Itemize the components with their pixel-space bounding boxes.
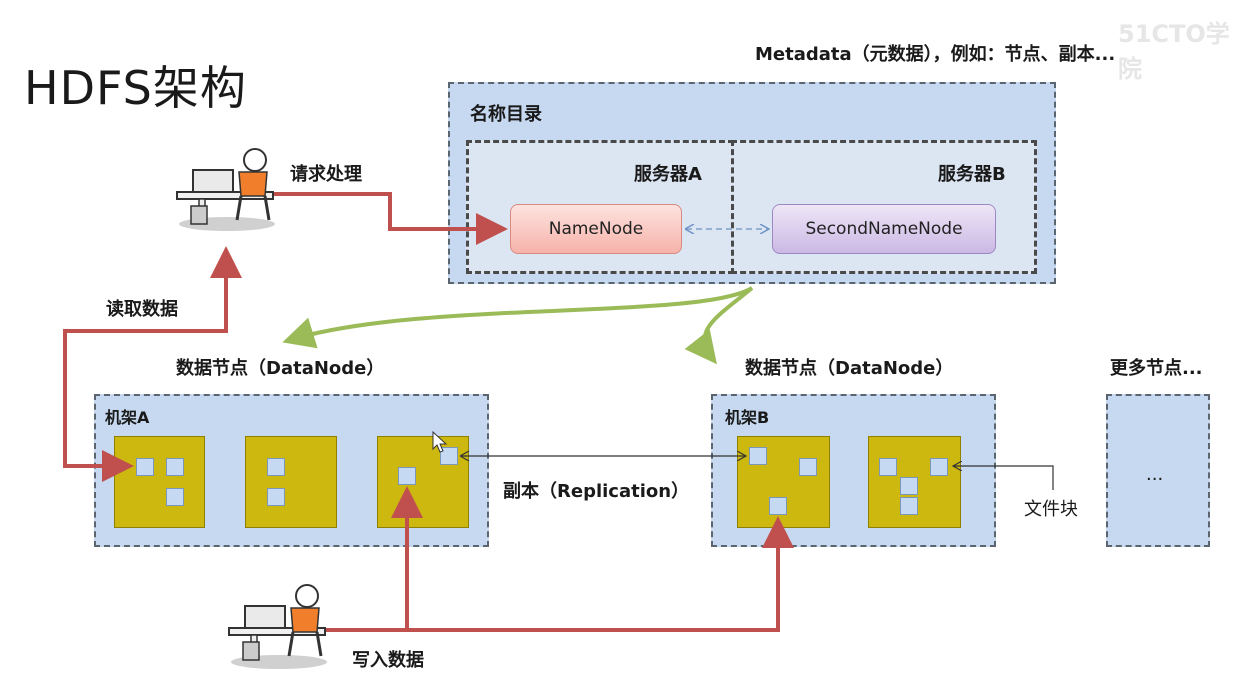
namespace-label: 名称目录 bbox=[470, 104, 542, 125]
green-arrow-left bbox=[282, 286, 754, 349]
more-nodes-label: 更多节点... bbox=[1110, 358, 1203, 379]
file-block bbox=[440, 447, 458, 465]
datanode-left-label: 数据节点（DataNode） bbox=[176, 358, 385, 379]
rack-a-label: 机架A bbox=[105, 408, 150, 427]
file-block bbox=[267, 458, 285, 476]
write-arrow-b bbox=[407, 516, 794, 632]
green-arrow-right bbox=[684, 286, 754, 365]
file-block bbox=[166, 458, 184, 476]
file-block-pointer bbox=[954, 466, 1054, 490]
request-label: 请求处理 bbox=[290, 164, 362, 185]
writer-user-icon bbox=[228, 584, 327, 669]
datanode-right-label: 数据节点（DataNode） bbox=[745, 358, 954, 379]
rack-b-label: 机架B bbox=[725, 408, 770, 427]
metadata-note: Metadata（元数据），例如：节点、副本... bbox=[755, 44, 1116, 65]
page-title: HDFS架构 bbox=[24, 61, 247, 115]
cursor-icon bbox=[432, 430, 448, 453]
client-user-icon bbox=[176, 148, 275, 231]
file-block bbox=[267, 488, 285, 506]
file-block bbox=[769, 497, 787, 515]
file-block bbox=[136, 458, 154, 476]
watermark-logo: 51CTO学院 bbox=[1118, 20, 1230, 83]
request-arrow bbox=[272, 192, 508, 245]
more-nodes-ellipsis: ... bbox=[1146, 464, 1164, 485]
file-block-label: 文件块 bbox=[1024, 499, 1078, 520]
file-block bbox=[166, 488, 184, 506]
file-block bbox=[879, 458, 897, 476]
file-block bbox=[930, 458, 948, 476]
secondnamenode-box: SecondNameNode bbox=[772, 204, 996, 254]
write-arrow-a bbox=[325, 486, 423, 632]
file-block bbox=[900, 477, 918, 495]
server-a-label: 服务器A bbox=[634, 164, 702, 185]
namenode-box: NameNode bbox=[510, 204, 682, 254]
read-arrow bbox=[63, 246, 242, 468]
server-a2 bbox=[245, 436, 337, 528]
file-block bbox=[398, 467, 416, 485]
replication-label: 副本（Replication） bbox=[503, 481, 690, 502]
file-block bbox=[799, 458, 817, 476]
server-b-label: 服务器B bbox=[938, 164, 1006, 185]
file-block bbox=[749, 447, 767, 465]
read-label: 读取数据 bbox=[106, 299, 178, 320]
more-nodes-box bbox=[1106, 394, 1210, 547]
write-label: 写入数据 bbox=[352, 650, 424, 671]
file-block bbox=[900, 497, 918, 515]
